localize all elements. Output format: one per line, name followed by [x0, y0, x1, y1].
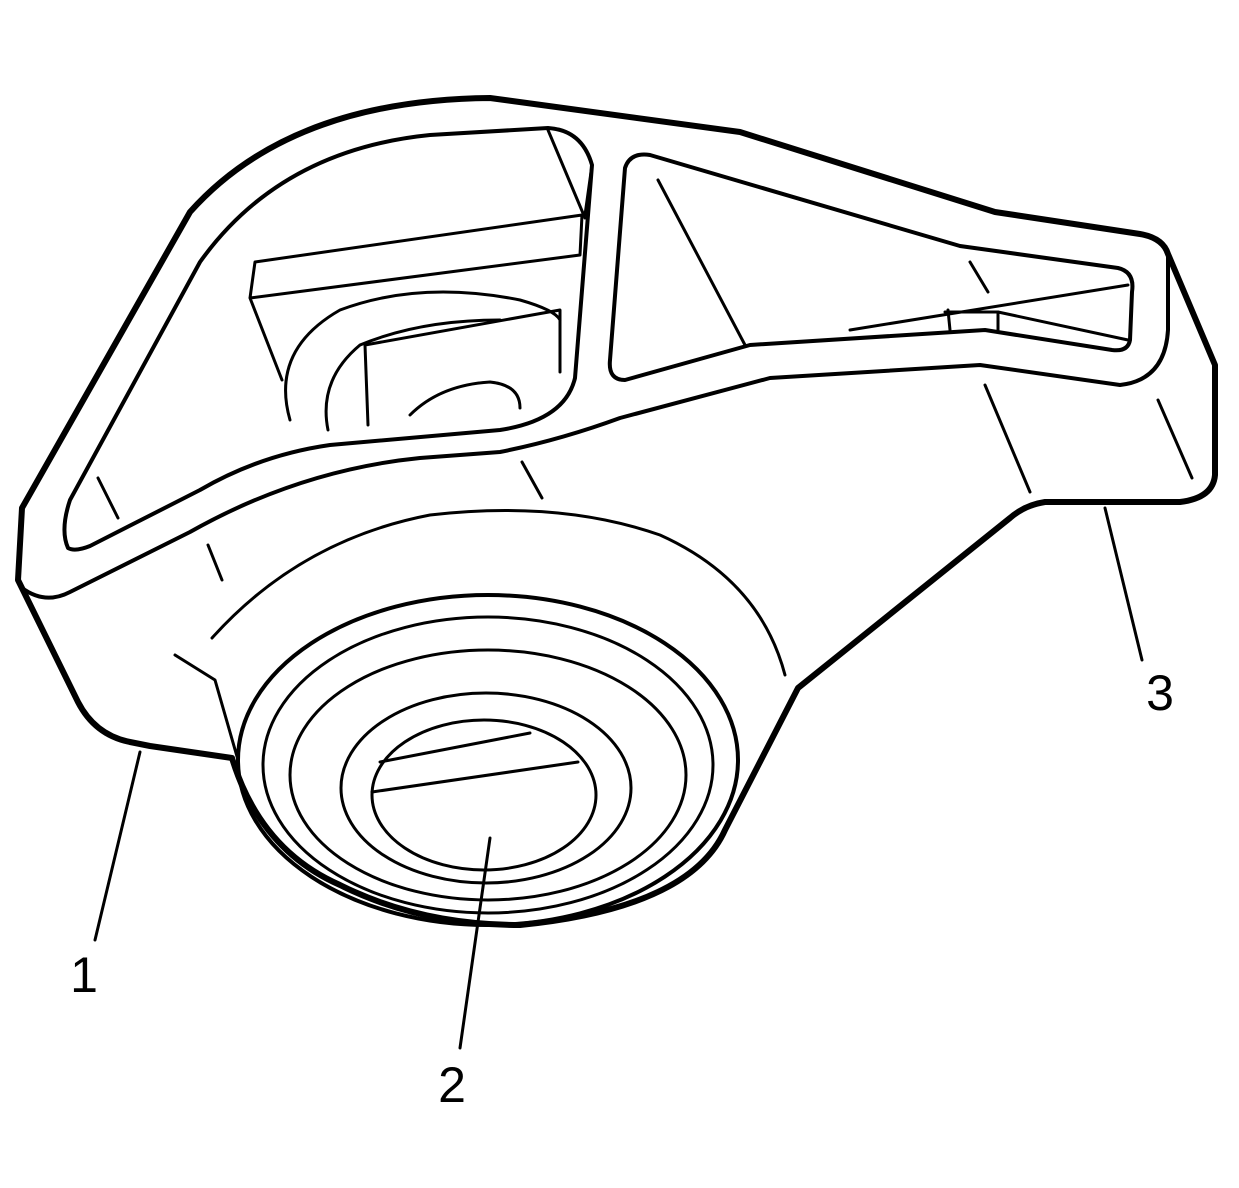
- socket-ring-2: [261, 615, 715, 915]
- socket-bore-line: [370, 731, 580, 794]
- right-pocket-shade-1: [656, 178, 747, 347]
- pivot-block: [248, 213, 584, 382]
- right-pocket-shade-3: [943, 310, 1130, 342]
- right-pocket-outline: [607, 152, 1135, 382]
- pivot-seat-inner: [324, 318, 502, 432]
- socket-ring-4: [339, 691, 633, 885]
- leader-line-3: [1103, 506, 1144, 662]
- callout-label-3: 3: [1146, 665, 1174, 721]
- callout-label-1: 1: [70, 947, 98, 1003]
- outer-top-outline: [15, 95, 1218, 928]
- shade-dash-4: [968, 260, 990, 294]
- socket-boss-side: [173, 653, 240, 762]
- shade-dash-2: [206, 543, 224, 582]
- right-pocket-shade-2: [848, 283, 1130, 332]
- left-pocket-outline: [62, 126, 594, 552]
- leader-line-2: [458, 836, 492, 1050]
- top-rim-line: [20, 254, 1170, 600]
- callout-label-2: 2: [438, 1057, 466, 1113]
- socket-ring-1: [236, 593, 740, 927]
- shade-dash-1: [96, 476, 120, 520]
- shade-dash-6: [1156, 398, 1194, 480]
- socket-boss-top: [210, 509, 787, 677]
- rocker-arm-drawing: [15, 95, 1218, 1050]
- pivot-seat-outer: [284, 290, 562, 422]
- pivot-insert: [363, 308, 562, 427]
- right-pocket-slot: [946, 308, 1000, 332]
- leader-line-1: [93, 750, 142, 942]
- socket-ring-3: [288, 648, 688, 902]
- shade-dash-5: [983, 383, 1032, 494]
- shade-dash-3: [520, 460, 544, 500]
- center-rib: [546, 128, 594, 220]
